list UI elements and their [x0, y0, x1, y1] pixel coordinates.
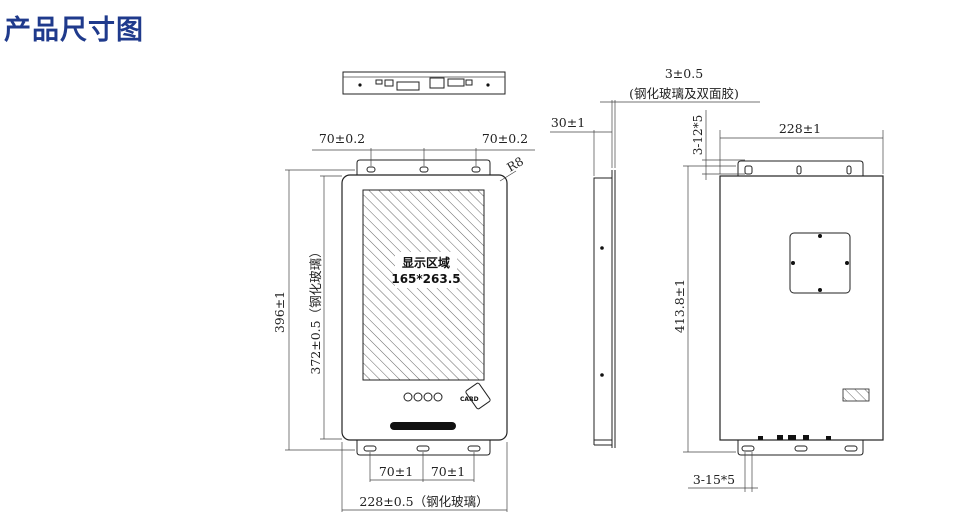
svg-text:CARD: CARD [460, 396, 479, 403]
back-width: 228±1 [779, 121, 821, 136]
front-view: 显示区域 165*263.5 CARD 70±0.2 70±0.2 R8 [272, 131, 535, 512]
sensor-icons [403, 392, 443, 402]
top-spacing-right: 70±0.2 [482, 131, 528, 146]
corner-radius: R8 [505, 154, 526, 174]
bottom-hole-size: 3-15*5 [693, 472, 735, 487]
display-area-size: 165*263.5 [391, 272, 460, 286]
top-spacing-left: 70±0.2 [319, 131, 365, 146]
page-title: 产品尺寸图 [4, 15, 144, 46]
bottom-spacing-left: 70±1 [379, 464, 413, 479]
display-area-label: 显示区域 [402, 255, 450, 270]
bottom-spacing-right: 70±1 [431, 464, 465, 479]
side-depth: 30±1 [551, 115, 585, 130]
outer-height: 396±1 [272, 291, 287, 333]
glass-width: 228±0.5（钢化玻璃） [359, 494, 488, 509]
back-height: 413.8±1 [672, 279, 687, 333]
glass-thickness-note: (钢化玻璃及双面胶) [629, 86, 739, 101]
side-view: 30±1 3±0.5 (钢化玻璃及双面胶) [550, 66, 760, 448]
top-view [342, 71, 506, 95]
glass-thickness: 3±0.5 [665, 66, 703, 81]
top-hole-size: 3-12*5 [691, 115, 705, 156]
back-view: 3-12*5 228±1 413.8±1 3-15*5 [672, 110, 884, 492]
card-reader-icon: CARD [460, 382, 491, 410]
glass-height: 372±0.5（钢化玻璃） [308, 245, 323, 374]
